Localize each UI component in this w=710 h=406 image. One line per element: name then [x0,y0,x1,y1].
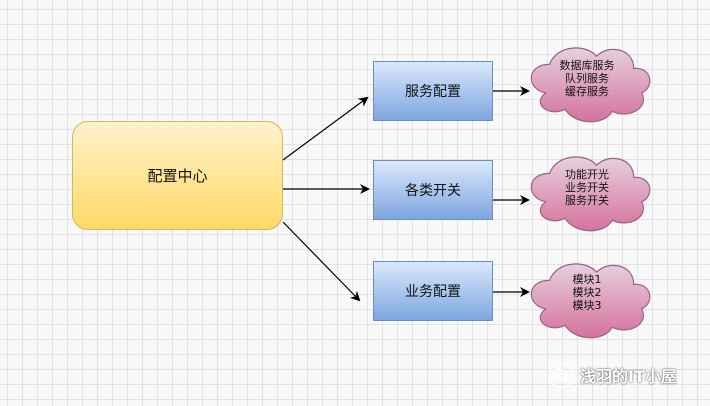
arrow-center-to-service-config [282,96,369,161]
service-config-box: 服务配置 [373,61,493,121]
business-config-box: 业务配置 [373,261,493,321]
cloud-item: 缓存服务 [565,85,609,98]
cloud-item: 模块1 [572,273,602,286]
cloud-switches-text: 功能开光 业务开关 服务开关 [537,168,637,207]
cloud-item: 业务开关 [565,181,609,194]
cloud-modules-text: 模块1 模块2 模块3 [537,273,637,312]
wechat-icon [548,362,574,388]
switches-label: 各类开关 [405,183,461,199]
business-config-label: 业务配置 [405,284,461,300]
cloud-item: 功能开光 [565,168,609,181]
switches-box: 各类开关 [373,160,493,220]
cloud-item: 队列服务 [565,72,609,85]
cloud-item: 模块3 [572,299,602,312]
watermark: 浅羽的IT小屋 [548,362,677,388]
service-config-label: 服务配置 [405,84,461,100]
cloud-item: 数据库服务 [559,59,615,72]
cloud-services-text: 数据库服务 队列服务 缓存服务 [537,59,637,98]
watermark-text: 浅羽的IT小屋 [580,367,677,386]
cloud-item: 模块2 [572,286,602,299]
arrow-center-to-business-config [282,221,361,302]
config-center-node: 配置中心 [72,121,283,230]
config-center-label: 配置中心 [147,167,208,185]
cloud-item: 服务开关 [565,194,609,207]
